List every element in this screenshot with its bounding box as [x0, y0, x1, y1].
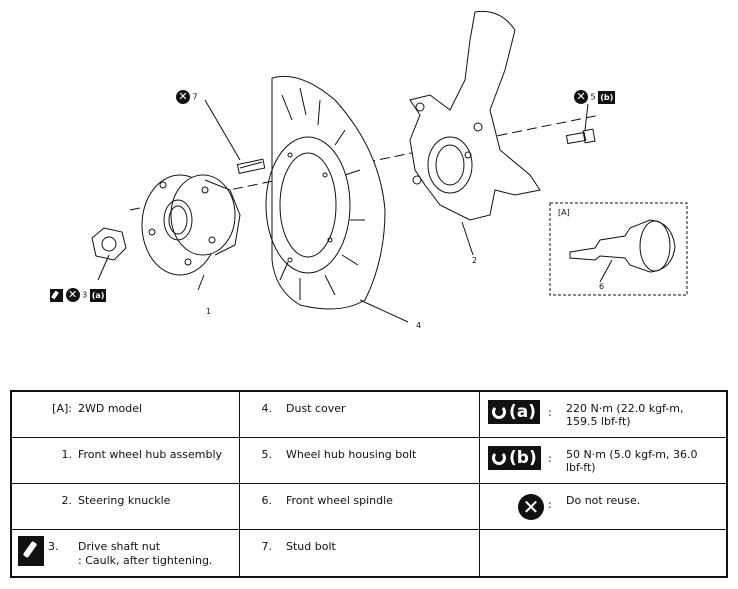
caulk-icon	[18, 536, 44, 566]
item-number: 5.	[261, 448, 273, 461]
item-text-line2: : Caulk, after tightening.	[78, 554, 213, 567]
do-not-reuse-icon: ✕	[176, 90, 190, 104]
torque-a-icon-label: (a)	[509, 402, 537, 422]
legend-cell: (b) : 50 N·m (5.0 kgf-m, 36.0 lbf-ft)	[480, 438, 726, 484]
callout-group-3: ✕ 3 (a)	[50, 288, 107, 302]
do-not-reuse-icon: ✕	[574, 90, 588, 104]
item-text: Steering knuckle	[78, 494, 171, 507]
colon: :	[548, 406, 552, 419]
item-text: Dust cover	[286, 402, 346, 415]
callout-7: 7	[192, 92, 198, 102]
caulk-icon	[50, 288, 63, 302]
do-not-reuse-icon: ✕	[65, 288, 80, 302]
dust-cover-shape	[265, 75, 386, 310]
torque-b-label: (b)	[600, 92, 614, 102]
callout-1: 1	[206, 307, 212, 316]
callout-group-5: ✕ 5 (b)	[574, 90, 616, 104]
steering-knuckle-shape	[409, 10, 541, 221]
torque-a-spec: 220 N·m (22.0 kgf-m, 159.5 lbf-ft)	[566, 402, 684, 428]
torque-b-icon: (b)	[488, 446, 541, 470]
hub-assembly-shape	[141, 174, 241, 276]
housing-bolt-shape	[565, 128, 596, 145]
item-text: Drive shaft nut : Caulk, after tightenin…	[78, 540, 233, 568]
torque-b-icon-label: (b)	[509, 448, 537, 468]
item-text-line1: Drive shaft nut	[78, 540, 161, 553]
callout-3: 3	[82, 290, 88, 300]
legend-cell: (a) : 220 N·m (22.0 kgf-m, 159.5 lbf-ft)	[480, 392, 726, 438]
legend-cell: 6. Front wheel spindle	[240, 484, 480, 530]
torque-a-icon: (a)	[488, 400, 541, 424]
torque-b-spec: 50 N·m (5.0 kgf-m, 36.0 lbf-ft)	[566, 448, 698, 474]
spindle-shape	[569, 219, 676, 273]
legend-cell: 4. Dust cover	[240, 392, 480, 438]
item-number: 1.	[61, 448, 73, 461]
callout-5: 5	[590, 92, 596, 102]
do-not-reuse-icon: ✕	[518, 494, 544, 520]
legend-table: [A]: 2WD model 4. Dust cover (a) : 220 N…	[10, 390, 728, 578]
legend-cell: 5. Wheel hub housing bolt	[240, 438, 480, 484]
torque-a-icon: (a)	[89, 288, 107, 302]
legend-cell: 2. Steering knuckle	[12, 484, 240, 530]
item-number: 2.	[61, 494, 73, 507]
stud-bolt-shape	[236, 158, 266, 174]
item-text: 2WD model	[78, 402, 143, 415]
legend-cell: ✕ : Do not reuse.	[480, 484, 726, 530]
drive-shaft-nut-shape	[91, 227, 127, 261]
inset-label: [A]	[558, 208, 570, 217]
callout-4: 4	[416, 321, 422, 330]
item-number: 6.	[261, 494, 273, 507]
item-text: Front wheel hub assembly	[78, 448, 223, 461]
item-text: Front wheel spindle	[286, 494, 393, 507]
do-not-reuse-text: Do not reuse.	[566, 494, 641, 507]
item-text: Stud bolt	[286, 540, 336, 553]
item-number: 3.	[48, 540, 59, 553]
callout-2: 2	[472, 256, 478, 265]
legend-cell: 3. Drive shaft nut : Caulk, after tighte…	[12, 530, 240, 576]
legend-cell-empty	[480, 530, 726, 576]
legend-cell: 7. Stud bolt	[240, 530, 480, 576]
legend-cell: [A]: 2WD model	[12, 392, 240, 438]
item-number: 4.	[261, 402, 273, 415]
callout-6: 6	[599, 282, 605, 291]
colon: :	[548, 452, 552, 465]
item-number: [A]:	[52, 402, 72, 415]
diagram-drawing	[91, 10, 688, 323]
item-text: Wheel hub housing bolt	[286, 448, 417, 461]
torque-b-icon: (b)	[598, 90, 616, 104]
torque-a-label: (a)	[91, 290, 105, 300]
colon: :	[548, 498, 552, 511]
exploded-diagram: 1 2 4 6 [A] ✕ 7 ✕ 5 (b) ✕ 3 (a)	[0, 0, 738, 380]
item-number: 7.	[261, 540, 273, 553]
legend-cell: 1. Front wheel hub assembly	[12, 438, 240, 484]
callout-group-7: ✕ 7	[176, 90, 198, 104]
